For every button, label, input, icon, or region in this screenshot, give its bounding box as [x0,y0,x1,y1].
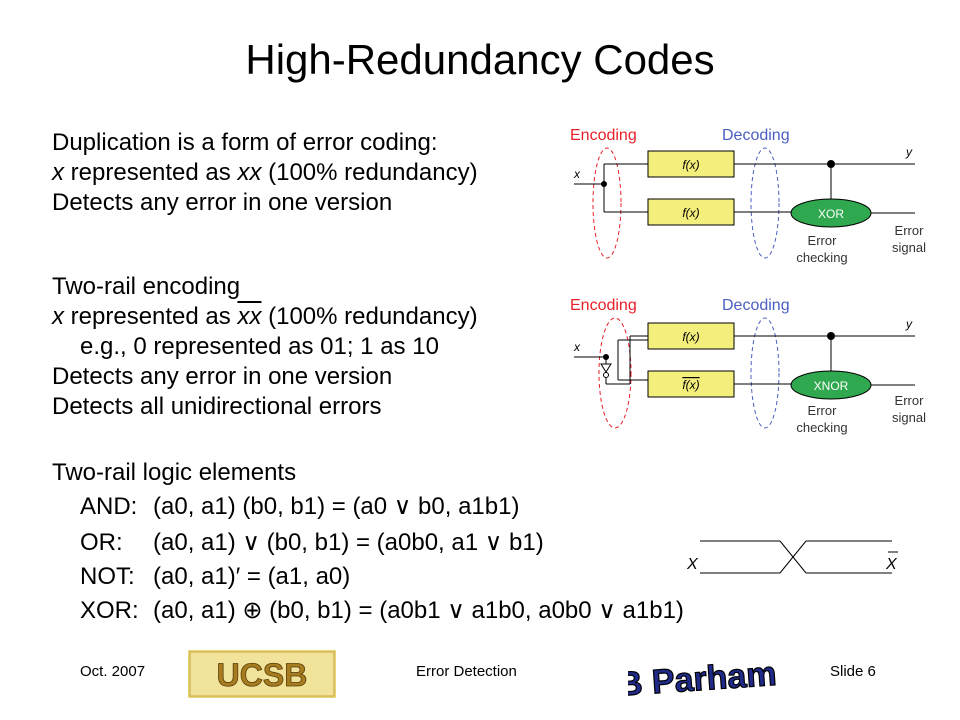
svg-text:checking: checking [796,250,847,265]
function-box-2 [647,198,735,226]
svg-text:f(x): f(x) [682,206,699,220]
output-label: y [905,145,913,159]
decoding-label: Decoding [722,127,790,144]
function-box-complement [647,370,735,398]
encoding-ellipse [598,317,632,429]
svg-text:Error: Error [808,403,838,418]
two-rail-diagram: Encoding Decoding x f(x) f(x) XNOR y Err… [570,297,926,435]
svg-text:XOR: XOR [818,207,844,221]
svg-text:signal: signal [892,240,926,255]
footer-date: Oct. 2007 [80,663,146,680]
decoding-label: Decoding [722,297,790,314]
encoding-label: Encoding [570,127,637,144]
decoding-ellipse [750,147,780,259]
svg-text:f(x): f(x) [682,378,699,392]
crossover-diagram: X X [686,540,898,574]
or-label: OR: [80,529,123,556]
or-expression: (a0, a1) ∨ (b0, b1) = (a0b0, a1 ∨ b1) [153,529,544,556]
input-label: x [573,167,581,181]
two-rail-logic-heading: Two-rail logic elements [52,459,297,486]
svg-text:Error: Error [895,223,925,238]
svg-text:Error: Error [895,393,925,408]
encoding-ellipse [592,147,622,259]
decoding-ellipse [750,317,780,429]
crossover-right-label: X [885,556,898,573]
svg-text:Error: Error [808,233,838,248]
duplication-detects-line: Detects any error in one version [52,189,393,216]
two-rail-example-line: e.g., 0 represented as 01; 1 as 10 [80,333,439,360]
svg-text:UCSB: UCSB [217,657,308,693]
duplication-line: Duplication is a form of error coding: [52,129,438,156]
footer-title: Error Detection [416,663,517,680]
duplication-diagram: Encoding Decoding x f(x) f(x) XOR y Erro… [570,127,926,265]
xor-expression: (a0, a1) ⊕ (b0, b1) = (a0b1 ∨ a1b0, a0b0… [153,597,684,624]
ucsb-logo: UCSB [188,650,336,698]
crossover-left-label: X [686,556,699,573]
duplication-representation-line: x represented as xx (100% redundancy) [52,159,478,186]
two-rail-heading: Two-rail encoding [52,273,241,300]
slide-title: High-Redundancy Codes [245,36,715,83]
and-expression: (a0, a1) (b0, b1) = (a0 ∨ b0, a1b1) [153,493,520,520]
inverter-icon [600,363,612,373]
and-label: AND: [80,493,138,520]
two-rail-representation-line: x represented as xx (100% redundancy) [52,303,478,330]
xor-label: XOR: [80,597,139,624]
svg-text:XNOR: XNOR [814,379,849,393]
b-parhami-logo: B Parhami [628,654,776,705]
svg-text:f(x): f(x) [682,330,699,344]
svg-text:f(x): f(x) [682,158,699,172]
not-expression: (a0, a1)′ = (a1, a0) [153,563,351,590]
svg-text:B Parhami: B Parhami [628,654,776,704]
not-label: NOT: [80,563,135,590]
two-rail-detects-any-line: Detects any error in one version [52,363,393,390]
two-rail-detects-unidirectional-line: Detects all unidirectional errors [52,393,382,420]
output-label: y [905,317,913,331]
encoding-label: Encoding [570,297,637,314]
input-label: x [573,340,581,354]
function-box-1 [647,322,735,350]
svg-text:signal: signal [892,410,926,425]
svg-text:checking: checking [796,420,847,435]
footer-slide-number: Slide 6 [830,663,876,680]
